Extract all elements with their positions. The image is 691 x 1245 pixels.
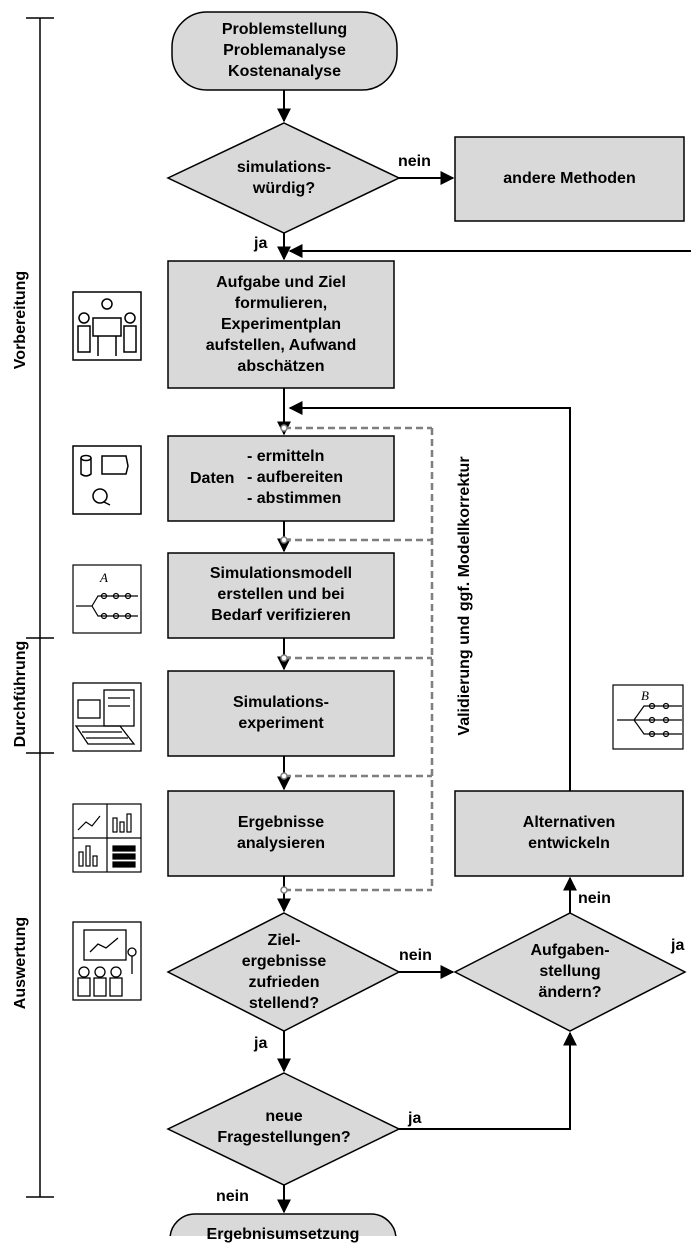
validation-label: Validierung und ggf. Modellkorrektur bbox=[456, 456, 473, 736]
end-label: Ergebnisumsetzung bbox=[206, 1226, 360, 1243]
edge-new-q-no: nein bbox=[216, 1188, 249, 1205]
model-box bbox=[167, 552, 395, 639]
phase-bracket bbox=[26, 17, 54, 1198]
new-questions-label: neue Fragestellungen? bbox=[217, 1108, 351, 1146]
edge-change-no: nein bbox=[578, 890, 611, 907]
analyze-box bbox=[167, 790, 395, 877]
meeting-icon bbox=[72, 291, 142, 361]
experiment-box bbox=[167, 670, 395, 757]
charts-icon bbox=[72, 803, 142, 873]
change-task-label: Aufgaben- stellung ändern? bbox=[530, 942, 610, 1001]
end-terminator bbox=[169, 1213, 397, 1236]
phase-label-preparation: Vorbereitung bbox=[12, 270, 29, 370]
task-goal-box bbox=[167, 260, 395, 389]
connectors bbox=[277, 90, 691, 1214]
other-methods-box bbox=[454, 136, 685, 222]
model-label: Simulationsmodell erstellen und bei Beda… bbox=[209, 565, 353, 624]
phase-label-execution: Durchführung bbox=[12, 640, 29, 748]
data-shapes-icon bbox=[72, 445, 142, 515]
task-goal-label: Aufgabe und Ziel formulieren, Experiment… bbox=[205, 274, 357, 375]
data-steps-label: - ermitteln - aufbereiten - abstimmen bbox=[247, 448, 344, 507]
edge-worthy-no: nein bbox=[398, 153, 431, 170]
edge-change-yes: ja bbox=[671, 937, 685, 954]
other-methods-label: andere Methoden bbox=[503, 170, 636, 187]
model-b-badge: B bbox=[641, 688, 649, 703]
data-word-label: Daten bbox=[190, 470, 235, 487]
decision-change-task bbox=[453, 912, 687, 1032]
validation-loop bbox=[284, 426, 434, 892]
computer-workstation-icon bbox=[72, 682, 142, 752]
start-label: Problemstellung Problemanalyse Kostenana… bbox=[221, 21, 348, 80]
data-box bbox=[167, 435, 395, 522]
model-tree-icon bbox=[612, 684, 684, 750]
experiment-label: Simulations- experiment bbox=[232, 694, 329, 732]
model-network-icon bbox=[72, 564, 142, 634]
alternatives-label: Alternativen entwickeln bbox=[522, 814, 616, 852]
model-a-badge: A bbox=[99, 570, 108, 585]
edge-new-q-yes: ja bbox=[408, 1110, 422, 1127]
edge-goal-no: nein bbox=[399, 947, 432, 964]
goal-ok-label: Ziel- ergebnisse zufrieden stellend? bbox=[241, 932, 327, 1012]
edge-worthy-yes: ja bbox=[254, 235, 268, 252]
phase-label-evaluation: Auswertung bbox=[12, 916, 29, 1010]
presentation-icon bbox=[72, 921, 142, 1001]
analyze-label: Ergebnisse analysieren bbox=[236, 814, 326, 852]
worthy-label: simulations- würdig? bbox=[236, 159, 332, 197]
validation-dots bbox=[280, 424, 288, 894]
edge-goal-yes: ja bbox=[254, 1035, 268, 1052]
